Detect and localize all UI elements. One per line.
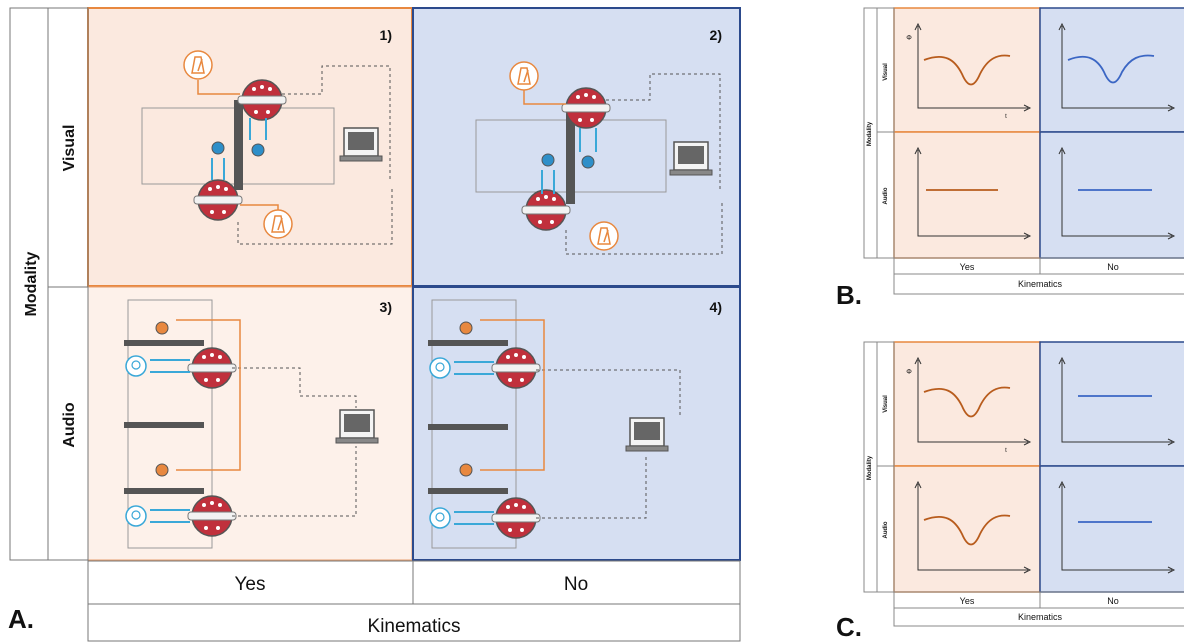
laptop-icon xyxy=(625,417,669,452)
illustration-cell-4 xyxy=(428,299,681,549)
c-curve-audio-yes xyxy=(923,514,1011,546)
a-cell-label-4: 4) xyxy=(710,299,722,315)
a-row-axis-label: Modality xyxy=(23,251,40,316)
b-panel-letter: B. xyxy=(836,280,862,310)
b-cell-visual-yes xyxy=(893,7,1041,133)
a-cell-label-1: 1) xyxy=(380,27,392,43)
a-col-no-label: No xyxy=(564,574,588,595)
b-row-visual-label: Visual xyxy=(883,63,889,81)
metronome-icon xyxy=(183,50,213,80)
illustration-cell-2 xyxy=(475,61,723,255)
a-panel-letter: A. xyxy=(8,604,34,634)
a-cell-label-2: 2) xyxy=(710,27,722,43)
a-row-audio-label: Audio xyxy=(61,402,78,448)
c-row-visual-label: Visual xyxy=(883,395,889,413)
lightbulb-icon xyxy=(429,507,451,529)
b-col-yes-label: Yes xyxy=(960,262,975,272)
b-row-audio-label: Audio xyxy=(883,187,889,204)
lightbulb-icon xyxy=(125,505,147,527)
c-y-symbol: Φ xyxy=(906,369,912,376)
c-cell-audio-yes xyxy=(893,465,1041,593)
metronome-icon xyxy=(509,61,539,91)
lightbulb-icon xyxy=(125,355,147,377)
laptop-icon xyxy=(669,141,713,176)
b-col-no-label: No xyxy=(1107,262,1119,272)
c-row-axis-label: Modality xyxy=(867,455,873,480)
a-cell-label-3: 3) xyxy=(380,299,392,315)
metronome-icon xyxy=(263,209,293,239)
a-col-yes-label: Yes xyxy=(235,574,266,595)
laptop-icon xyxy=(335,409,379,444)
c-col-yes-label: Yes xyxy=(960,596,975,606)
panel-b: Modality Visual Audio Yes No Kinematics … xyxy=(836,7,1184,310)
c-row-audio-label: Audio xyxy=(883,521,889,538)
panel-a: Modality Visual Audio Yes No Kinematics … xyxy=(8,7,741,642)
c-col-no-label: No xyxy=(1107,596,1119,606)
b-row-axis-label: Modality xyxy=(867,121,873,146)
a-col-axis-label: Kinematics xyxy=(368,616,461,637)
b-curve-visual-no xyxy=(1067,54,1155,84)
b-col-axis-label: Kinematics xyxy=(1018,279,1063,289)
c-curve-visual-yes xyxy=(923,386,1011,418)
panel-c: Modality Visual Audio Yes No Kinematics … xyxy=(836,341,1184,642)
c-x-symbol: t xyxy=(1005,448,1007,454)
b-x-symbol: t xyxy=(1005,114,1007,120)
illustration-cell-1 xyxy=(141,50,393,245)
b-y-symbol: Φ xyxy=(906,35,912,42)
b-curve-visual-yes xyxy=(923,54,1011,86)
c-panel-letter: C. xyxy=(836,612,862,642)
laptop-icon xyxy=(339,127,383,162)
a-row-visual-label: Visual xyxy=(61,125,78,172)
b-cell-audio-yes xyxy=(893,131,1041,259)
lightbulb-icon xyxy=(429,357,451,379)
metronome-icon xyxy=(589,221,619,251)
illustration-cell-3 xyxy=(124,299,379,549)
c-cell-visual-yes xyxy=(893,341,1041,467)
c-col-axis-label: Kinematics xyxy=(1018,612,1063,622)
